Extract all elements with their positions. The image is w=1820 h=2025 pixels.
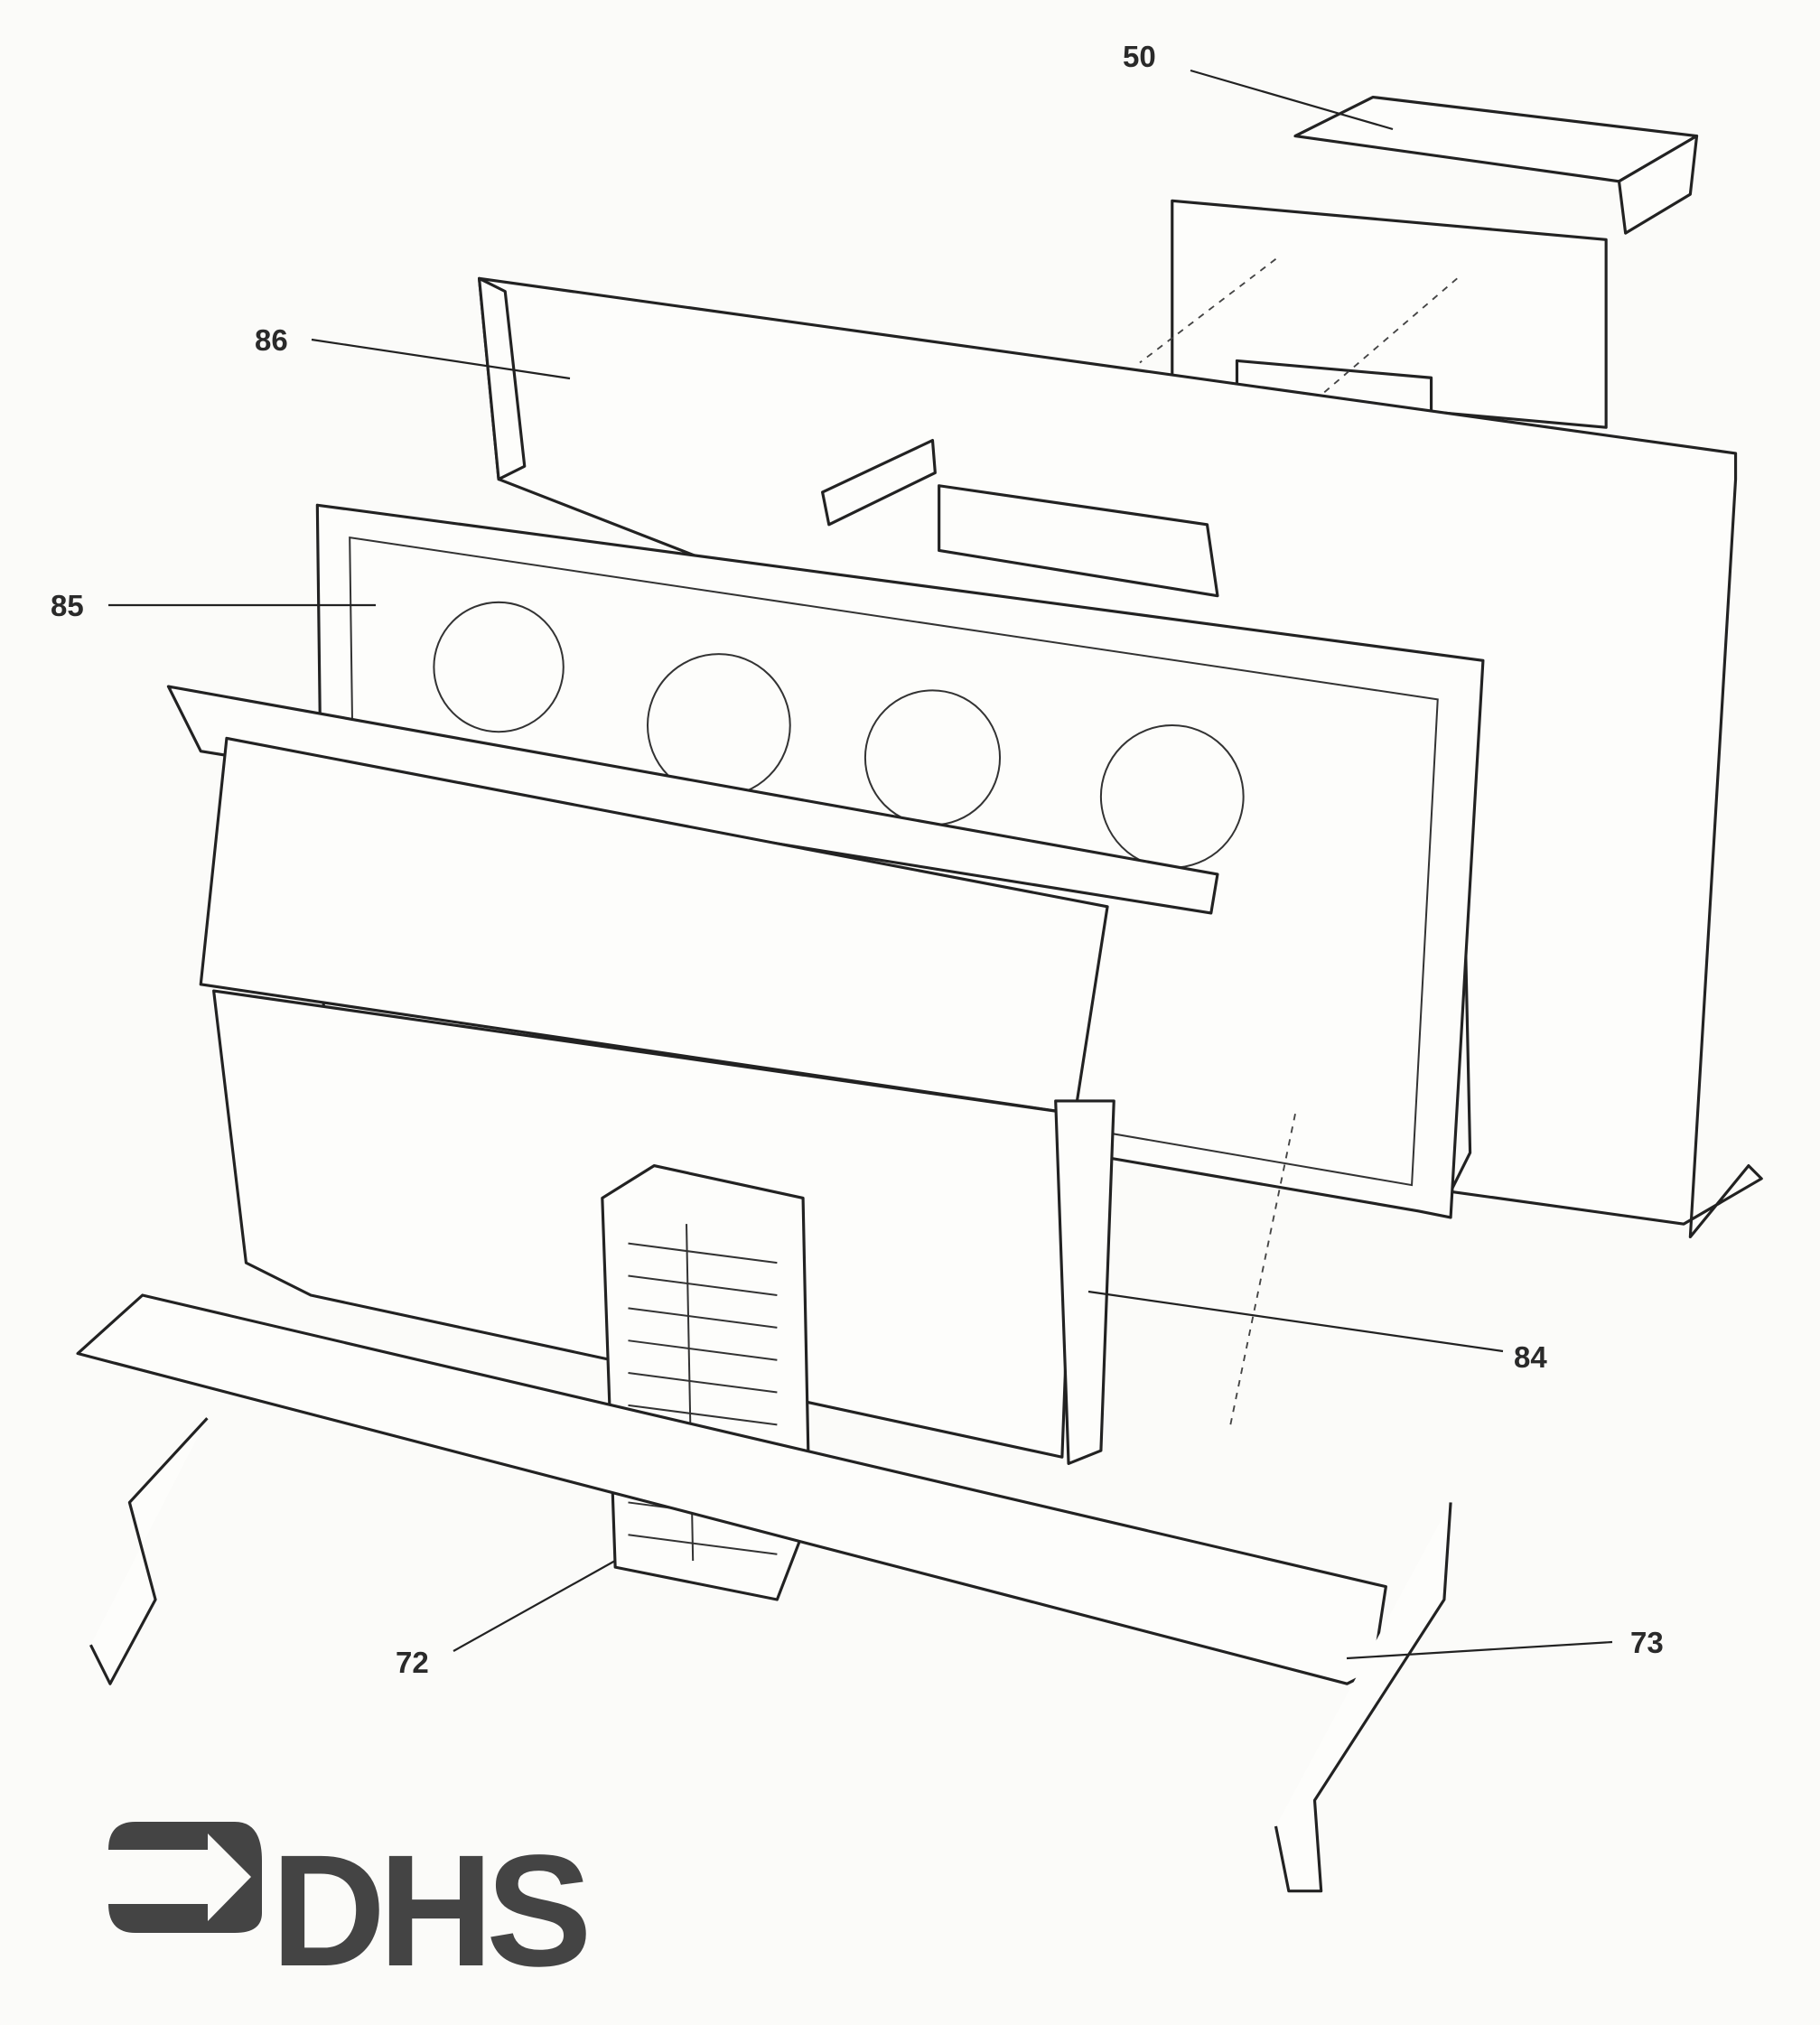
- part-50-flue-outlet: [1139, 95, 1699, 471]
- part-73-base-rail: [76, 1293, 1452, 1893]
- callout-73: 73: [1630, 1626, 1664, 1659]
- dhs-logo-arrow-icon: [108, 1822, 262, 1933]
- callout-84: 84: [1514, 1340, 1547, 1374]
- callout-50: 50: [1123, 40, 1156, 73]
- callout-85: 85: [51, 589, 84, 622]
- leader-lines: [108, 69, 1613, 1660]
- callout-86: 86: [255, 323, 288, 357]
- dhs-logo-text: DHS: [271, 1823, 593, 2000]
- callout-72: 72: [396, 1646, 429, 1679]
